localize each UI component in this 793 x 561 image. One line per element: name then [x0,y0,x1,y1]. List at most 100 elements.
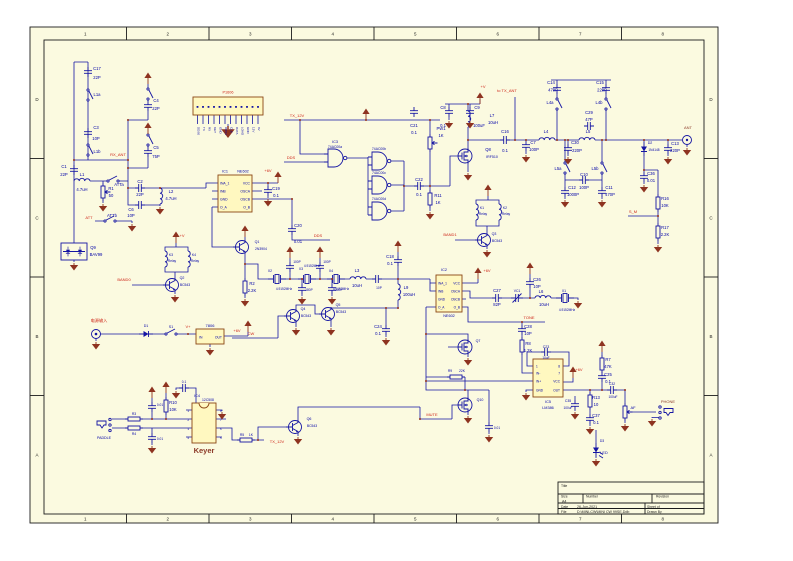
ref-l5a: L5a [555,166,563,171]
ref-r11: R11 [434,193,442,198]
val-x4: 4.9152MHz [333,287,350,291]
val-q6: BC543 [307,424,317,428]
val-pw1: 1K [438,133,443,138]
ic5-pin-7: 7 [558,372,560,376]
val-r10: 10K [169,407,177,412]
net-cw: CW [248,331,255,336]
ref-x2: X2 [268,269,272,273]
ref-l5b: L5b [592,166,600,171]
ref-c26: C26 [533,277,541,282]
ref-c15: C15 [596,80,604,85]
tb-number-label: Number [586,495,599,499]
ref-c29: C29 [585,110,593,115]
ref-k1: K1 [480,206,484,210]
net-rx-ant: RX_ANT [110,152,126,157]
val-r16: 10K [661,203,669,208]
val-c19: 0.1 [273,193,279,198]
ref-c22: C22 [415,177,423,182]
val-l9: 100uH [403,292,415,297]
ic4-pin-3: 3 [187,427,189,431]
val-c10: 100P [579,185,589,190]
ref-k3: K3 [169,253,173,257]
ref-c3: C3 [93,125,99,130]
tb-title-label: Title [561,484,567,488]
val-c36: 0.01 [647,178,656,183]
tb-size-label: Size [561,495,568,499]
power-jack [91,329,101,339]
ref-r8: R8 [525,341,531,346]
val-l1: 4.7uH [76,187,87,192]
ref-r16: R16 [661,196,669,201]
ic4-pin-5: 5 [220,436,222,440]
val-r13: 10 [594,402,599,407]
val-r1: 50 [109,193,114,198]
val-c20: 0.01 [294,239,303,244]
ref-q3: Q3 [492,232,497,236]
val-q5: BC543 [336,310,346,314]
val-c8: 0.1 [440,123,446,128]
val-cm1: 0.01 [494,426,500,430]
ic2-pin-gnd: GND [438,298,446,302]
ref-l1a: L1a [94,92,102,97]
val-q4: BC543 [301,314,311,318]
ref-x3: X3 [299,267,303,271]
val-c7: 100P [529,147,539,152]
ref-attb: ATTb [107,213,118,218]
val-ic1: NE602 [237,170,249,174]
ref-q9: Q9 [90,245,96,250]
ref-row-D-right: D [709,97,713,102]
sheet-frame [29,26,719,524]
val-cf3: 180P [305,288,312,292]
p1-pin-12: 6V [257,127,261,131]
ic2-pin-osca: OSCA [451,290,461,294]
net-dds-2: DDS [314,233,323,238]
ic1-pin-gnd: GND [220,198,228,202]
ref-row-C-left: C [35,215,39,220]
antenna-jack [682,135,692,145]
p1-pin-4: KEY [213,127,217,133]
connector-p1 [192,96,264,116]
val-l7: 10uH [488,120,498,125]
ref-q1: Q1 [255,240,260,244]
val-k2: Relay [502,212,511,216]
p1-pin-3: RX [208,127,212,131]
ic1-pin-oscb: OSCB [240,198,250,202]
ref-c37: C37 [592,413,600,418]
net-sm: S_M [629,209,637,214]
ic1-ne602 [217,174,253,213]
net-tone: TONE [523,315,534,320]
val-ic4: 12C508 [202,398,214,402]
ref-col-4-bottom: 4 [331,517,334,522]
val-r11: 1K [435,200,440,205]
ic2-pin-ob: O_B [454,306,460,310]
val-k3: Relay [168,259,177,263]
ref-col-8-bottom: 8 [661,517,664,522]
ref-l4: L4 [544,129,549,134]
p1-pin-8: DATA [235,127,239,135]
ref-col-1-bottom: 1 [84,517,87,522]
val-ic3d: 74AC00d [372,197,386,201]
ref-l4b: L4b [596,100,604,105]
ref-c16: C16 [501,129,509,134]
val-c5: 75P [152,154,160,159]
ref-col-6-top: 6 [496,32,499,37]
net-6v-reg: +6V [233,328,241,333]
val-c22: 0.1 [416,192,422,197]
ic4-pin-8: 8 [220,409,222,413]
ic5-lm386 [532,358,564,398]
p1-pin-10: GND [246,127,250,135]
junctions [73,103,669,441]
val-ic2: NE602 [443,314,455,318]
ref-c20: C20 [294,223,302,228]
val-ic3a: 74AC00a [328,145,342,149]
ref-col-2-bottom: 2 [166,517,169,522]
val-ck3: 0.1 [182,380,187,384]
ic2-pin-oscb: OSCB [451,298,460,302]
ref-u7806: 7806 [206,323,216,328]
bav99-body [60,242,88,261]
ic2-pin-vcc: VCC [453,282,460,286]
ref-ic4: IC4 [194,394,200,398]
ref-c14: C14 [547,80,555,85]
